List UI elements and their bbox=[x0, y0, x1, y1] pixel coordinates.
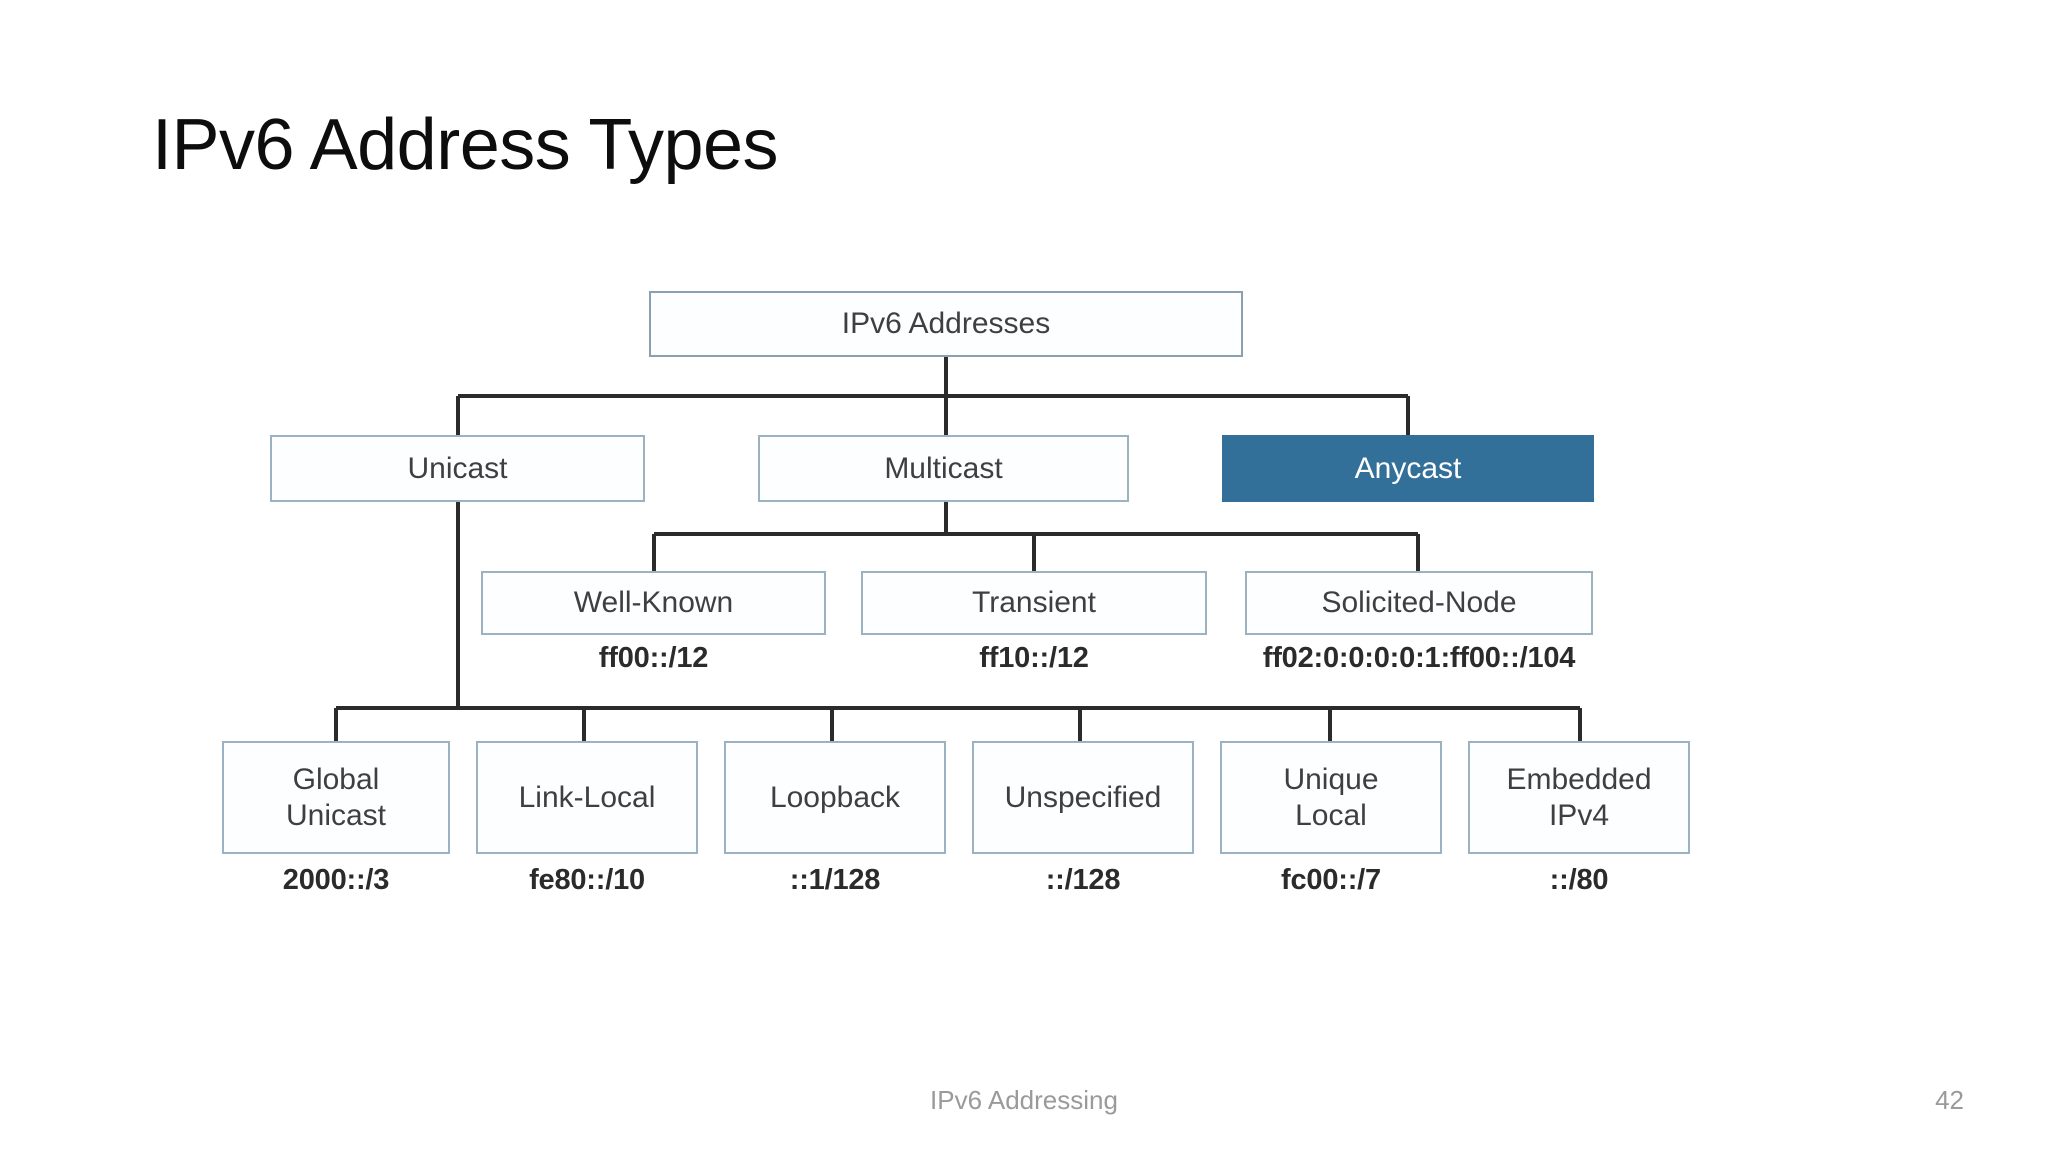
node-multicast-label: Multicast bbox=[884, 451, 1003, 485]
node-link-local[interactable]: Link-Local bbox=[476, 741, 698, 854]
page-title: IPv6 Address Types bbox=[152, 105, 779, 185]
node-solicited-node[interactable]: Solicited-Node bbox=[1245, 571, 1593, 635]
node-well-known-label: Well-Known bbox=[573, 586, 734, 620]
prefix-global-unicast: 2000::/3 bbox=[282, 864, 390, 896]
prefix-loopback: ::1/128 bbox=[789, 864, 881, 896]
prefix-unspecified: ::/128 bbox=[1045, 864, 1121, 896]
prefix-link-local: fe80::/10 bbox=[529, 864, 645, 896]
node-anycast[interactable]: Anycast bbox=[1222, 435, 1594, 502]
node-global-unicast-line2: Unicast bbox=[285, 798, 387, 832]
node-multicast[interactable]: Multicast bbox=[758, 435, 1129, 502]
node-unique-local-label: Unique Local bbox=[1277, 762, 1384, 833]
node-ipv6-addresses-label: IPv6 Addresses bbox=[841, 307, 1051, 341]
node-ipv6-addresses[interactable]: IPv6 Addresses bbox=[649, 291, 1243, 357]
node-unspecified-label: Unspecified bbox=[1004, 780, 1162, 814]
node-well-known[interactable]: Well-Known bbox=[481, 571, 826, 635]
node-link-local-label: Link-Local bbox=[518, 780, 656, 814]
node-transient[interactable]: Transient bbox=[861, 571, 1207, 635]
node-solicited-node-label: Solicited-Node bbox=[1321, 586, 1517, 620]
node-loopback[interactable]: Loopback bbox=[724, 741, 946, 854]
node-anycast-label: Anycast bbox=[1354, 451, 1462, 485]
node-embedded-ipv4-line1: Embedded bbox=[1506, 763, 1652, 797]
node-unicast-label: Unicast bbox=[407, 451, 508, 485]
prefix-well-known: ff00::/12 bbox=[598, 642, 709, 674]
node-embedded-ipv4[interactable]: Embedded IPv4 bbox=[1468, 741, 1690, 854]
node-embedded-ipv4-label: Embedded IPv4 bbox=[1500, 762, 1657, 833]
prefix-transient: ff10::/12 bbox=[979, 642, 1089, 674]
node-unique-local-line2: Local bbox=[1295, 798, 1367, 832]
prefix-unique-local: fc00::/7 bbox=[1281, 864, 1381, 896]
slide-footer: IPv6 Addressing bbox=[930, 1085, 1118, 1115]
node-transient-label: Transient bbox=[972, 586, 1096, 620]
prefix-embedded-ipv4: ::/80 bbox=[1549, 864, 1609, 896]
node-global-unicast[interactable]: Global Unicast bbox=[222, 741, 450, 854]
node-global-unicast-label: Global Unicast bbox=[280, 762, 392, 833]
node-unicast[interactable]: Unicast bbox=[270, 435, 645, 502]
node-global-unicast-line1: Global bbox=[292, 763, 380, 797]
node-unique-local[interactable]: Unique Local bbox=[1220, 741, 1442, 854]
node-embedded-ipv4-line2: IPv4 bbox=[1548, 798, 1609, 832]
node-loopback-label: Loopback bbox=[769, 780, 901, 814]
prefix-solicited-node: ff02:0:0:0:0:1:ff00::/104 bbox=[1262, 642, 1576, 674]
node-unspecified[interactable]: Unspecified bbox=[972, 741, 1194, 854]
slide-page-number: 42 bbox=[1935, 1085, 1964, 1115]
node-unique-local-line1: Unique bbox=[1283, 763, 1379, 797]
